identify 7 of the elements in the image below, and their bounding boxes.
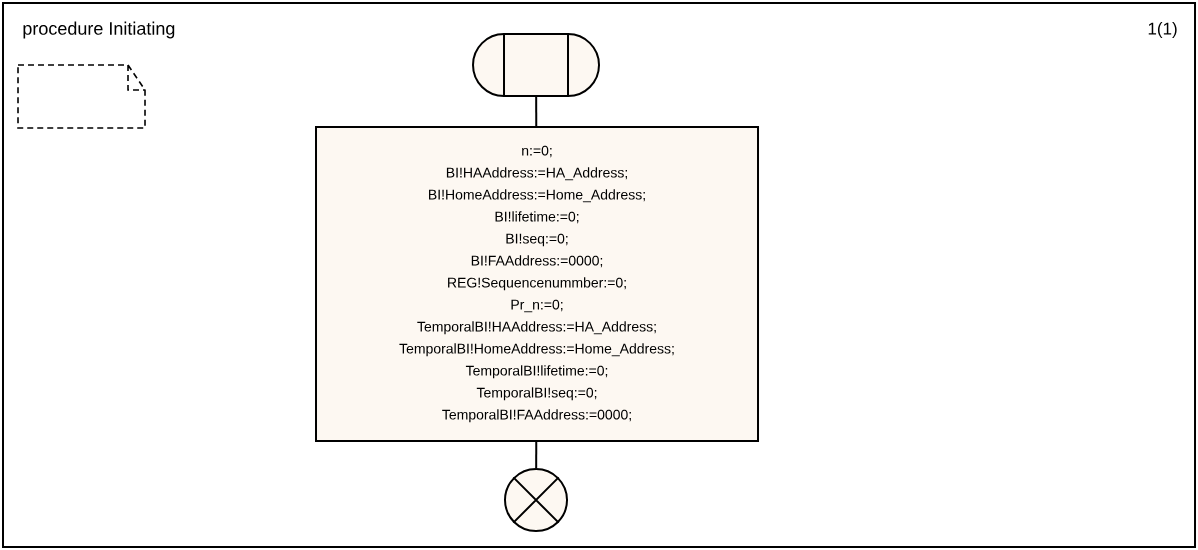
task-box: n:=0; BI!HAAddress:=HA_Address; BI!HomeAddress:=Home_Address; BI!lifetime:=0; BI!seq:=0; BI!FAAddress:=0000; REG!Sequencenummber:=0; Pr_n:=0; TemporalBI!HAAddress:=HA_Address; TemporalBI!HomeAddress:=Home_Address; TemporalBI!lifetime:=0; TemporalBI!seq:=0; TemporalBI!FAAddress:=0000; <box>315 126 759 442</box>
title: procedure Initiating <box>23 21 175 39</box>
connector-line <box>535 441 538 469</box>
return-symbol <box>504 468 568 532</box>
connector-line <box>535 96 538 127</box>
procedure-start-symbol <box>472 32 600 98</box>
page-number: 1(1) <box>1148 22 1177 38</box>
